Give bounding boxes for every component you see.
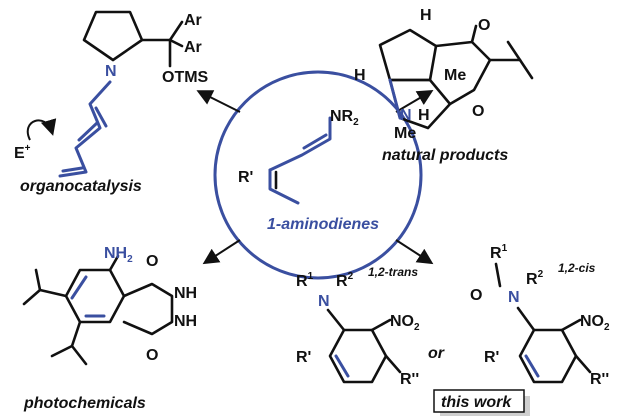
photo-nh2-bond bbox=[108, 254, 120, 272]
photo-ipr-top bbox=[22, 288, 68, 306]
p1-blue-bond bbox=[334, 354, 350, 378]
photo-nh2: NH2 bbox=[104, 245, 133, 265]
bond-ar2 bbox=[168, 38, 184, 48]
p2-stereo: 1,2-cis bbox=[558, 261, 596, 275]
np-me-center: Me bbox=[444, 67, 466, 84]
photo-nh-b: NH bbox=[174, 313, 197, 330]
np-n-label: N bbox=[400, 107, 412, 124]
diene-chain-lower bbox=[268, 168, 300, 205]
arrow-to-natural-products bbox=[395, 89, 434, 113]
np-h-bottom: H bbox=[418, 107, 430, 124]
center-circle bbox=[213, 70, 423, 280]
center-caption: 1-aminodienes bbox=[267, 216, 379, 233]
p1-rdprime-bond bbox=[384, 354, 402, 374]
product-cis-structure: R1 O N R2 1,2-cis NO2 R' R'' bbox=[470, 243, 610, 388]
photo-nh-a: NH bbox=[174, 285, 197, 302]
dienamine-double-c bbox=[94, 106, 108, 128]
p2-rdprime-bond bbox=[574, 354, 592, 374]
electrophile-label: E+ bbox=[14, 143, 31, 162]
center-rprime-label: R' bbox=[238, 169, 253, 186]
this-work-label: this work bbox=[441, 394, 512, 411]
np-me-n: Me bbox=[394, 125, 416, 142]
photo-ipr-bottom-b bbox=[70, 344, 88, 366]
ar2-label: Ar bbox=[184, 39, 202, 56]
caption-photochemicals: photochemicals bbox=[23, 395, 146, 412]
organocatalysis-structure: Ar Ar OTMS N E+ bbox=[14, 10, 209, 178]
photo-phthalazine bbox=[122, 282, 174, 336]
photo-ipr-top-b bbox=[34, 268, 42, 292]
photochemical-structure: NH2 O NH NH O bbox=[22, 245, 197, 366]
pyrrolidine-n-label: N bbox=[105, 63, 117, 80]
caption-organocatalysis: organocatalysis bbox=[20, 178, 142, 195]
pyrrolidine-ring bbox=[82, 10, 144, 62]
center-amine-label: NR2 bbox=[330, 108, 359, 128]
p2-r1: R1 bbox=[490, 243, 508, 262]
p2-n-bond bbox=[516, 306, 536, 332]
p2-rprime: R' bbox=[484, 349, 499, 366]
np-isopropyl bbox=[506, 40, 534, 80]
p1-no2: NO2 bbox=[390, 313, 420, 333]
p2-o: O bbox=[470, 287, 482, 304]
product-trans-structure: R1 N R2 1,2-trans NO2 R' R'' bbox=[296, 265, 420, 388]
p2-rdprime: R'' bbox=[590, 371, 609, 388]
p2-blue-bond bbox=[524, 354, 540, 378]
p2-n: N bbox=[508, 289, 520, 306]
p1-r2: R2 bbox=[336, 271, 354, 290]
photo-blue-bond-a bbox=[70, 275, 88, 300]
p1-rdprime: R'' bbox=[400, 371, 419, 388]
np-o-ring: O bbox=[472, 103, 484, 120]
p1-stereo: 1,2-trans bbox=[368, 265, 418, 279]
arrow-to-products bbox=[395, 239, 434, 265]
photo-o-top: O bbox=[146, 253, 158, 270]
otms-label: OTMS bbox=[162, 69, 209, 86]
center-hub: NR2 R' 1-aminodienes bbox=[213, 70, 423, 280]
np-carbonyl-bond bbox=[470, 24, 478, 44]
p1-rprime: R' bbox=[296, 349, 311, 366]
p1-ring bbox=[328, 328, 388, 384]
p2-no2: NO2 bbox=[580, 313, 610, 333]
p1-n-bond bbox=[326, 308, 346, 332]
p2-carbonyl-c bbox=[494, 262, 502, 288]
p2-r2: R2 bbox=[526, 269, 544, 288]
caption-natural-products: natural products bbox=[382, 147, 508, 164]
np-cyclopentane bbox=[378, 28, 438, 82]
p2-ring bbox=[518, 328, 578, 384]
this-work-frame bbox=[433, 389, 525, 413]
p1-n: N bbox=[318, 293, 330, 310]
p1-r1: R1 bbox=[296, 271, 314, 290]
photo-o-bottom: O bbox=[146, 347, 158, 364]
bond-ar1 bbox=[168, 20, 184, 42]
p2-no2-bond bbox=[560, 318, 582, 332]
arrow-to-photochemicals bbox=[202, 239, 241, 265]
diene-chain-upper bbox=[268, 116, 332, 172]
np-h-left: H bbox=[354, 67, 366, 84]
ar1-label: Ar bbox=[184, 12, 202, 29]
dienamine-double-b bbox=[61, 166, 84, 173]
or-label: or bbox=[428, 345, 445, 362]
np-h-top: H bbox=[420, 7, 432, 24]
p1-no2-bond bbox=[370, 318, 392, 332]
dienamine-chain bbox=[58, 80, 112, 178]
diene-double-upper bbox=[302, 133, 328, 150]
arrow-to-organocatalysis bbox=[196, 90, 241, 113]
natural-product-structure: O H H Me H O N Me bbox=[354, 7, 534, 142]
dienamine-double-a bbox=[77, 121, 99, 142]
this-work-box: this work bbox=[433, 389, 530, 416]
np-blue-bond bbox=[388, 78, 402, 120]
np-carbonyl-o: O bbox=[478, 17, 490, 34]
curved-attack-arrow bbox=[26, 118, 57, 141]
